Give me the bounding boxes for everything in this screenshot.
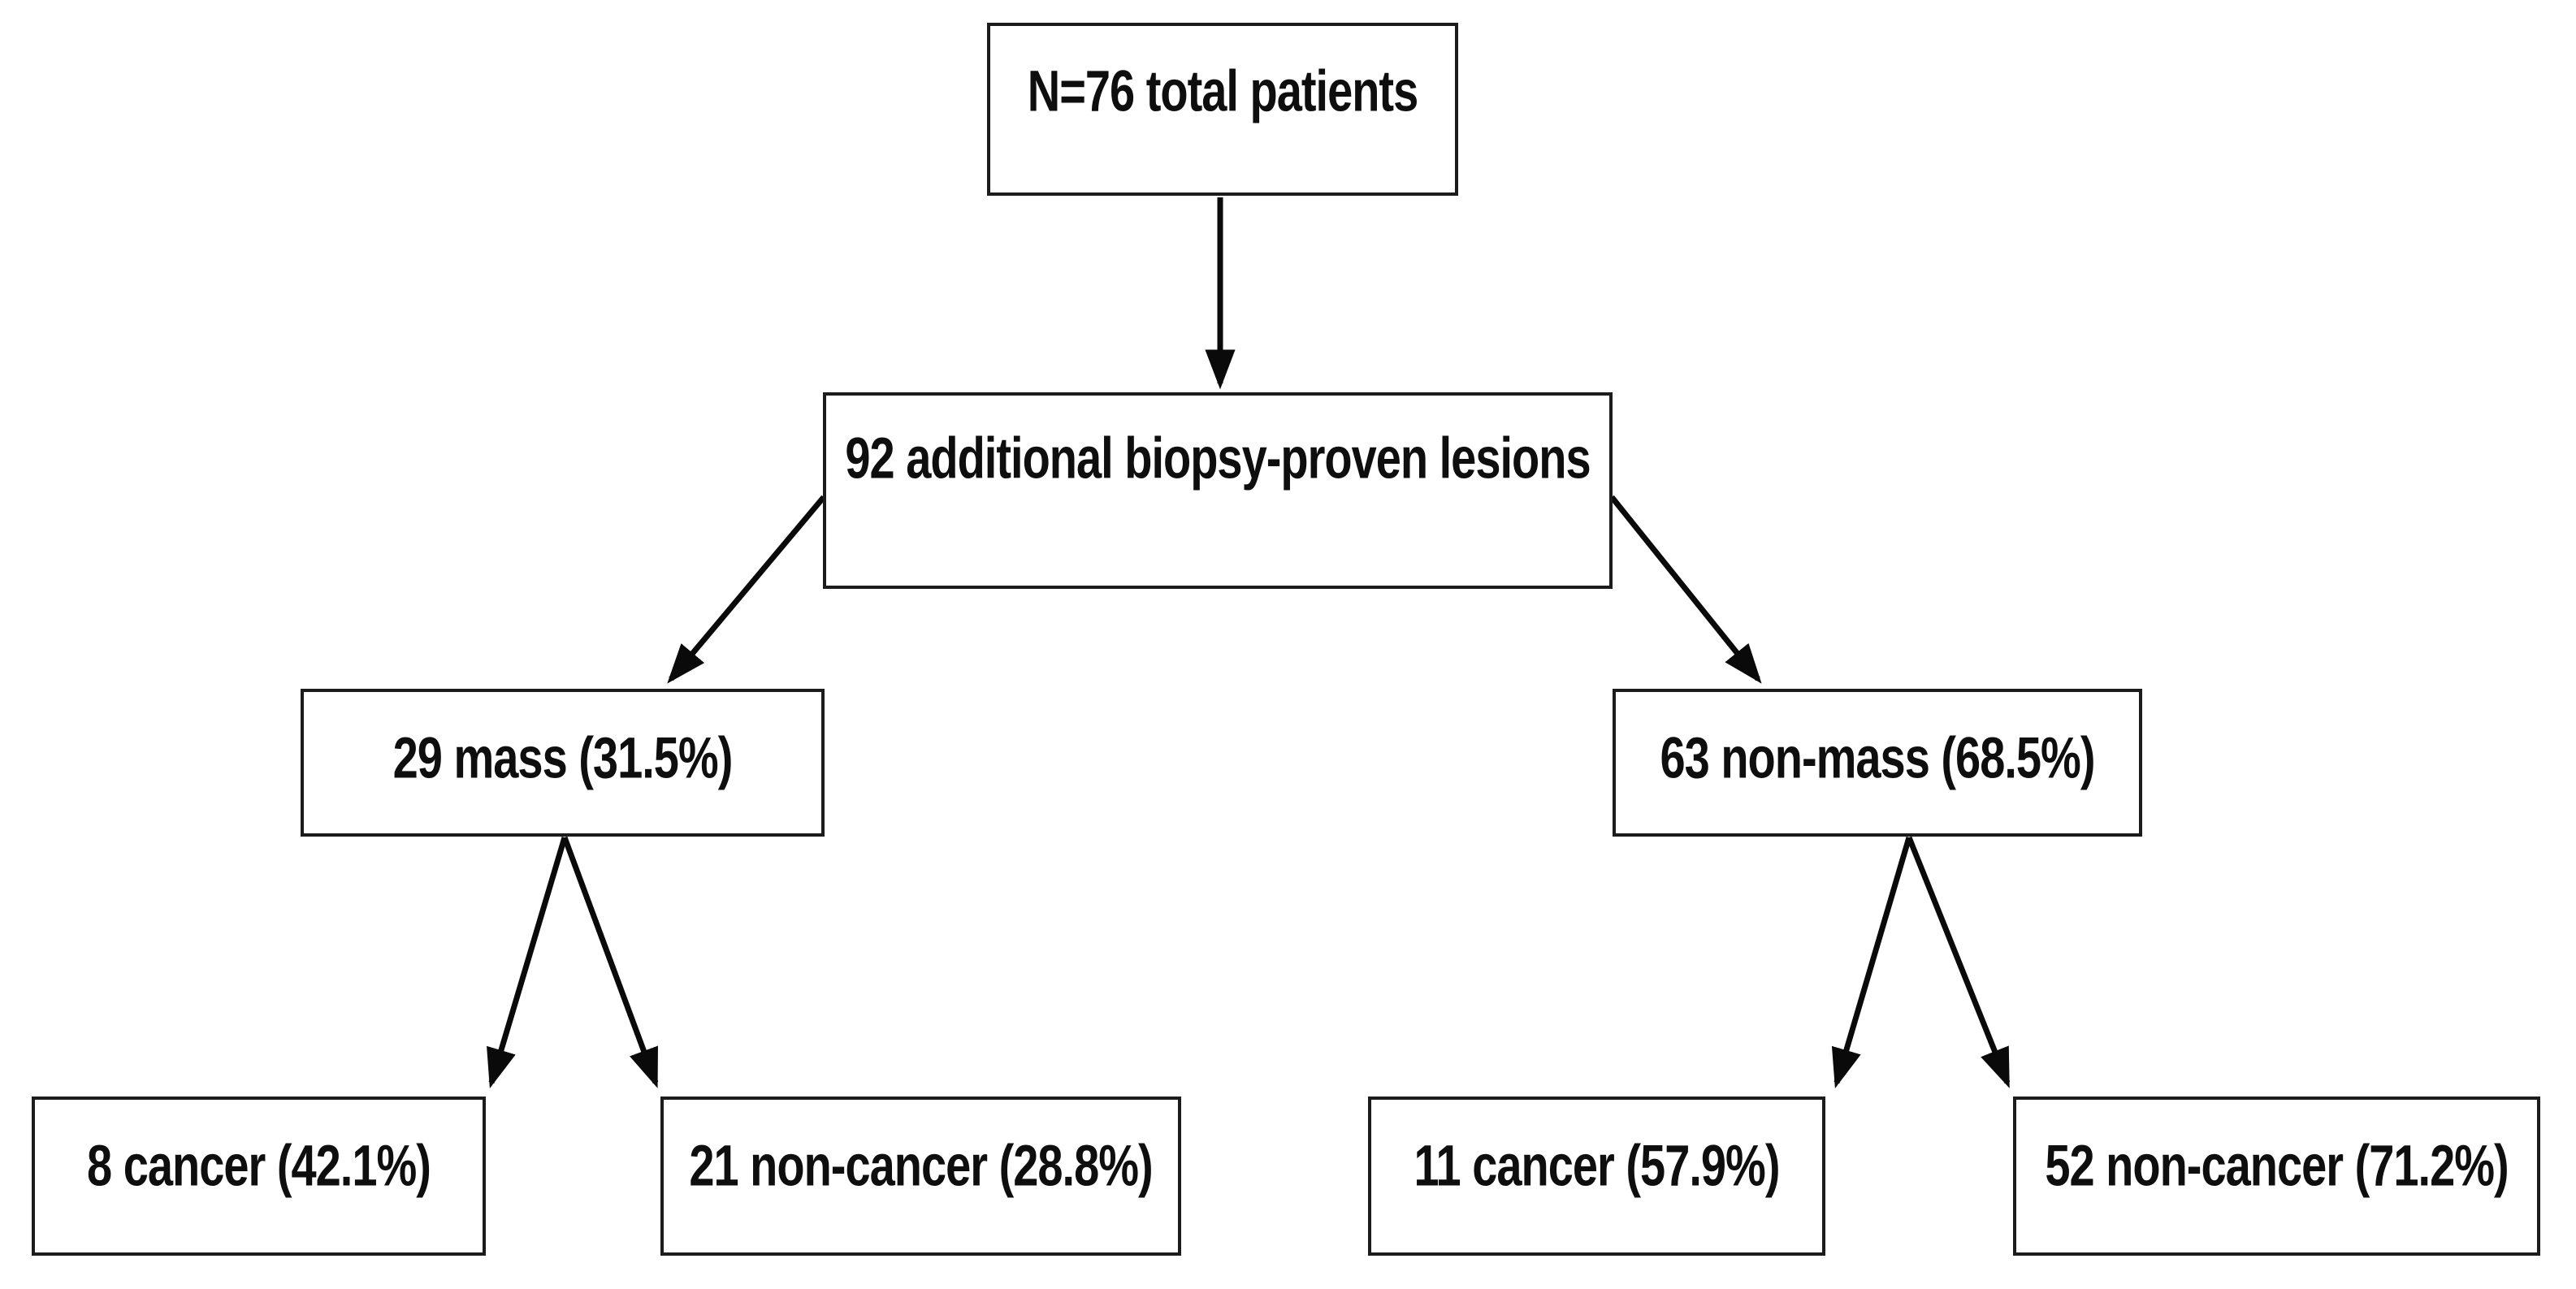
node-non-mass-cancer-label: 11 cancer (57.9%) xyxy=(1414,1131,1781,1198)
node-mass-non-cancer: 21 non-cancer (28.8%) xyxy=(660,1097,1181,1256)
node-total-patients-label: N=76 total patients xyxy=(1027,58,1418,123)
connector-lesions-to-non-mass xyxy=(1609,495,1762,684)
node-additional-lesions: 92 additional biopsy-proven lesions xyxy=(823,392,1613,589)
node-non-mass-label: 63 non-mass (68.5%) xyxy=(1660,724,2096,790)
node-non-mass-cancer: 11 cancer (57.9%) xyxy=(1368,1097,1825,1256)
node-additional-lesions-label: 92 additional biopsy-proven lesions xyxy=(845,424,1591,491)
connector-mass-to-non-cancer xyxy=(561,836,659,1088)
connector-non-mass-to-non-cancer xyxy=(1906,836,2011,1088)
node-non-mass-non-cancer-label: 52 non-cancer (71.2%) xyxy=(2045,1131,2509,1198)
node-mass-cancer-label: 8 cancer (42.1%) xyxy=(87,1131,431,1198)
node-mass-label: 29 mass (31.5%) xyxy=(392,724,734,790)
node-mass-cancer: 8 cancer (42.1%) xyxy=(32,1097,486,1256)
node-mass-non-cancer-label: 21 non-cancer (28.8%) xyxy=(689,1131,1153,1198)
node-total-patients: N=76 total patients xyxy=(987,23,1458,196)
connector-lesions-to-mass xyxy=(667,495,826,684)
connector-non-mass-to-cancer xyxy=(1831,837,1912,1089)
node-non-mass: 63 non-mass (68.5%) xyxy=(1613,689,2142,837)
node-mass: 29 mass (31.5%) xyxy=(301,689,825,837)
connector-mass-to-cancer xyxy=(487,837,568,1089)
node-non-mass-non-cancer: 52 non-cancer (71.2%) xyxy=(2013,1097,2540,1256)
